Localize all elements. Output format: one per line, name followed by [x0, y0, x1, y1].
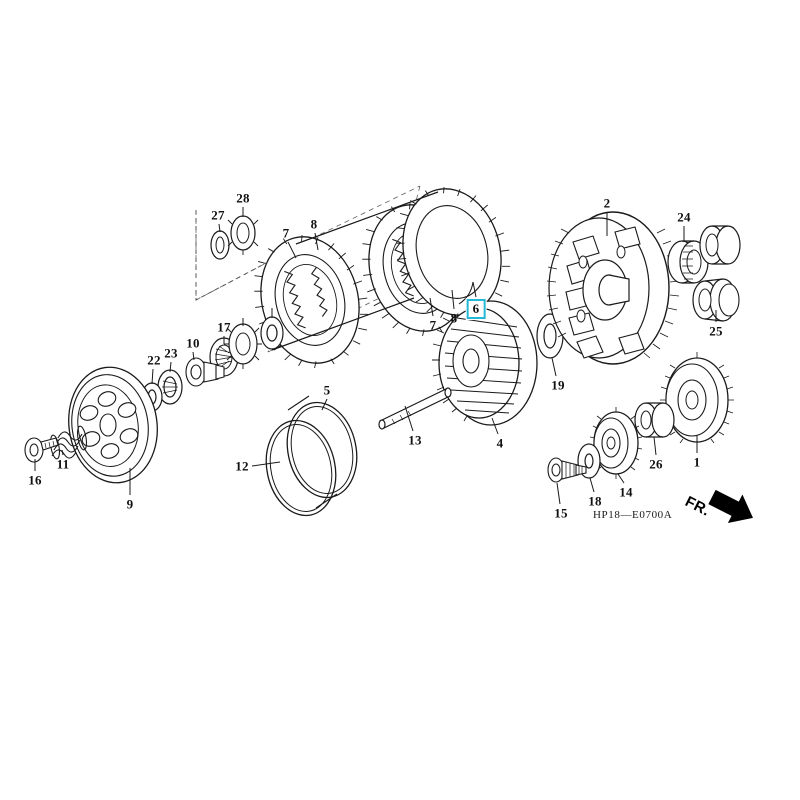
- callout-14[interactable]: 14: [619, 486, 632, 499]
- callout-8-lower[interactable]: 8: [451, 312, 458, 325]
- callout-10-label: 10: [186, 335, 200, 351]
- callout-10[interactable]: 10: [186, 337, 199, 350]
- callout-28-label: 28: [236, 190, 250, 206]
- callout-5-label: 5: [323, 382, 331, 398]
- callout-22[interactable]: 22: [147, 354, 160, 367]
- callout-1-label: 1: [693, 454, 701, 470]
- callout-12[interactable]: 12: [235, 460, 248, 473]
- callout-25-label: 25: [709, 323, 723, 339]
- callout-15-label: 15: [554, 505, 568, 521]
- front-direction-marker: FR.: [682, 487, 766, 539]
- callout-2-label: 2: [603, 195, 611, 211]
- callout-4[interactable]: 4: [497, 437, 504, 450]
- callout-14-label: 14: [619, 484, 633, 500]
- callout-9-label: 9: [126, 496, 134, 512]
- callout-24-label: 24: [677, 209, 691, 225]
- callout-16[interactable]: 16: [28, 474, 41, 487]
- callout-18-label: 18: [588, 493, 602, 509]
- callout-7-lower[interactable]: 7: [430, 319, 437, 332]
- callout-7-upper-label: 7: [282, 225, 290, 241]
- callout-19-label: 19: [551, 377, 565, 393]
- callout-11-label: 11: [56, 456, 70, 472]
- callout-17[interactable]: 17: [217, 321, 230, 334]
- callout-13[interactable]: 13: [408, 434, 421, 447]
- part-code-label: HP18—E0700A: [593, 509, 673, 521]
- callout-8-lower-label: 8: [450, 310, 458, 326]
- callout-8-upper[interactable]: 8: [311, 218, 318, 231]
- callout-6-highlighted[interactable]: 6: [466, 299, 486, 319]
- callout-4-label: 4: [496, 435, 504, 451]
- callout-22-label: 22: [147, 352, 161, 368]
- callout-9[interactable]: 9: [127, 498, 134, 511]
- callout-26[interactable]: 26: [649, 458, 662, 471]
- callout-5[interactable]: 5: [324, 384, 331, 397]
- callout-1[interactable]: 1: [694, 456, 701, 469]
- callout-27[interactable]: 27: [211, 209, 224, 222]
- callout-2[interactable]: 2: [604, 197, 611, 210]
- callout-7-lower-label: 7: [429, 317, 437, 333]
- callout-7-upper[interactable]: 7: [283, 227, 290, 240]
- callout-8-upper-label: 8: [310, 216, 318, 232]
- callout-12-label: 12: [235, 458, 249, 474]
- callout-25[interactable]: 25: [709, 325, 722, 338]
- callout-24[interactable]: 24: [677, 211, 690, 224]
- callout-18[interactable]: 18: [588, 495, 601, 508]
- callout-6-label: 6: [472, 301, 480, 316]
- callout-27-label: 27: [211, 207, 225, 223]
- callout-23[interactable]: 23: [164, 347, 177, 360]
- callout-23-label: 23: [164, 345, 178, 361]
- callout-13-label: 13: [408, 432, 422, 448]
- callout-19[interactable]: 19: [551, 379, 564, 392]
- callout-16-label: 16: [28, 472, 42, 488]
- callout-11[interactable]: 11: [57, 458, 70, 471]
- callout-17-label: 17: [217, 319, 231, 335]
- callout-28[interactable]: 28: [236, 192, 249, 205]
- callout-26-label: 26: [649, 456, 663, 472]
- callout-15[interactable]: 15: [554, 507, 567, 520]
